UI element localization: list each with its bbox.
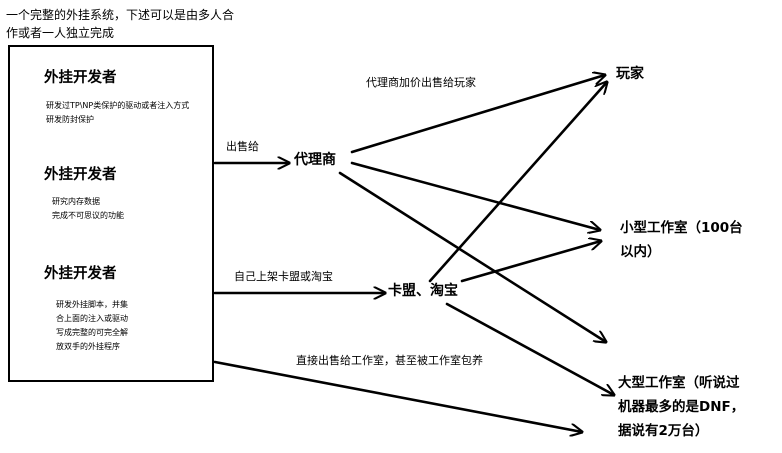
intro-line-2: 作或者一人独立完成 xyxy=(6,26,115,40)
large-studio-node: 大型工作室（听说过 机器最多的是DNF， 据说有2万台） xyxy=(618,371,744,443)
developer-2-title: 外挂开发者 xyxy=(44,167,117,183)
developer-3-title: 外挂开发者 xyxy=(44,266,117,282)
large-studio-line-1: 大型工作室（听说过 xyxy=(618,375,740,391)
developer-2-desc: 研究内存数据 完成不可思议的功能 xyxy=(52,195,124,223)
sell-to-label: 出售给 xyxy=(226,140,259,153)
arrow-agent-to-player xyxy=(350,75,605,154)
developer-3-desc-line-4: 放双手的外挂程序 xyxy=(56,342,120,351)
small-studio-line-2: 以内） xyxy=(620,244,661,260)
arrow-agent-to-small-studio xyxy=(350,161,600,230)
arrow-shop-to-player xyxy=(428,82,607,283)
player-node: 玩家 xyxy=(616,66,644,82)
intro-line-1: 一个完整的外挂系统，下述可以是由多人合 xyxy=(6,8,235,22)
developer-1-title: 外挂开发者 xyxy=(44,70,117,86)
intro-note: 一个完整的外挂系统，下述可以是由多人合 作或者一人独立完成 xyxy=(6,6,234,42)
large-studio-line-3: 据说有2万台） xyxy=(618,423,709,439)
arrow-developer-to-large-studio xyxy=(213,360,582,432)
agent-node: 代理商 xyxy=(294,152,336,168)
developer-2-desc-line-1: 研究内存数据 xyxy=(52,197,100,206)
developer-3-desc: 研发外挂脚本，并集 合上面的注入或驱动 写成完整的可完全解 放双手的外挂程序 xyxy=(56,298,128,354)
shop-node: 卡盟、淘宝 xyxy=(388,283,458,299)
developer-2-desc-line-2: 完成不可思议的功能 xyxy=(52,211,124,220)
developer-1-desc: 研发过TP\NP类保护的驱动或者注入方式 研发防封保护 xyxy=(46,99,189,127)
developer-3-desc-line-3: 写成完整的可完全解 xyxy=(56,328,128,337)
direct-studio-label: 直接出售给工作室，甚至被工作室包养 xyxy=(296,354,483,367)
self-list-label: 自己上架卡盟或淘宝 xyxy=(234,270,333,283)
small-studio-line-1: 小型工作室（100台 xyxy=(620,220,743,236)
small-studio-node: 小型工作室（100台 以内） xyxy=(620,216,743,264)
arrow-shop-to-large-studio xyxy=(445,302,614,395)
agent-markup-label: 代理商加价出售给玩家 xyxy=(366,76,476,89)
developer-3-desc-line-1: 研发外挂脚本，并集 xyxy=(56,300,128,309)
developer-box xyxy=(8,45,214,382)
developer-1-desc-line-2: 研发防封保护 xyxy=(46,115,94,124)
developer-1-desc-line-1: 研发过TP\NP类保护的驱动或者注入方式 xyxy=(46,101,190,110)
arrow-agent-to-large-studio xyxy=(338,171,606,342)
arrow-shop-to-small-studio xyxy=(460,241,601,283)
large-studio-line-2: 机器最多的是DNF， xyxy=(618,399,745,415)
developer-3-desc-line-2: 合上面的注入或驱动 xyxy=(56,314,128,323)
